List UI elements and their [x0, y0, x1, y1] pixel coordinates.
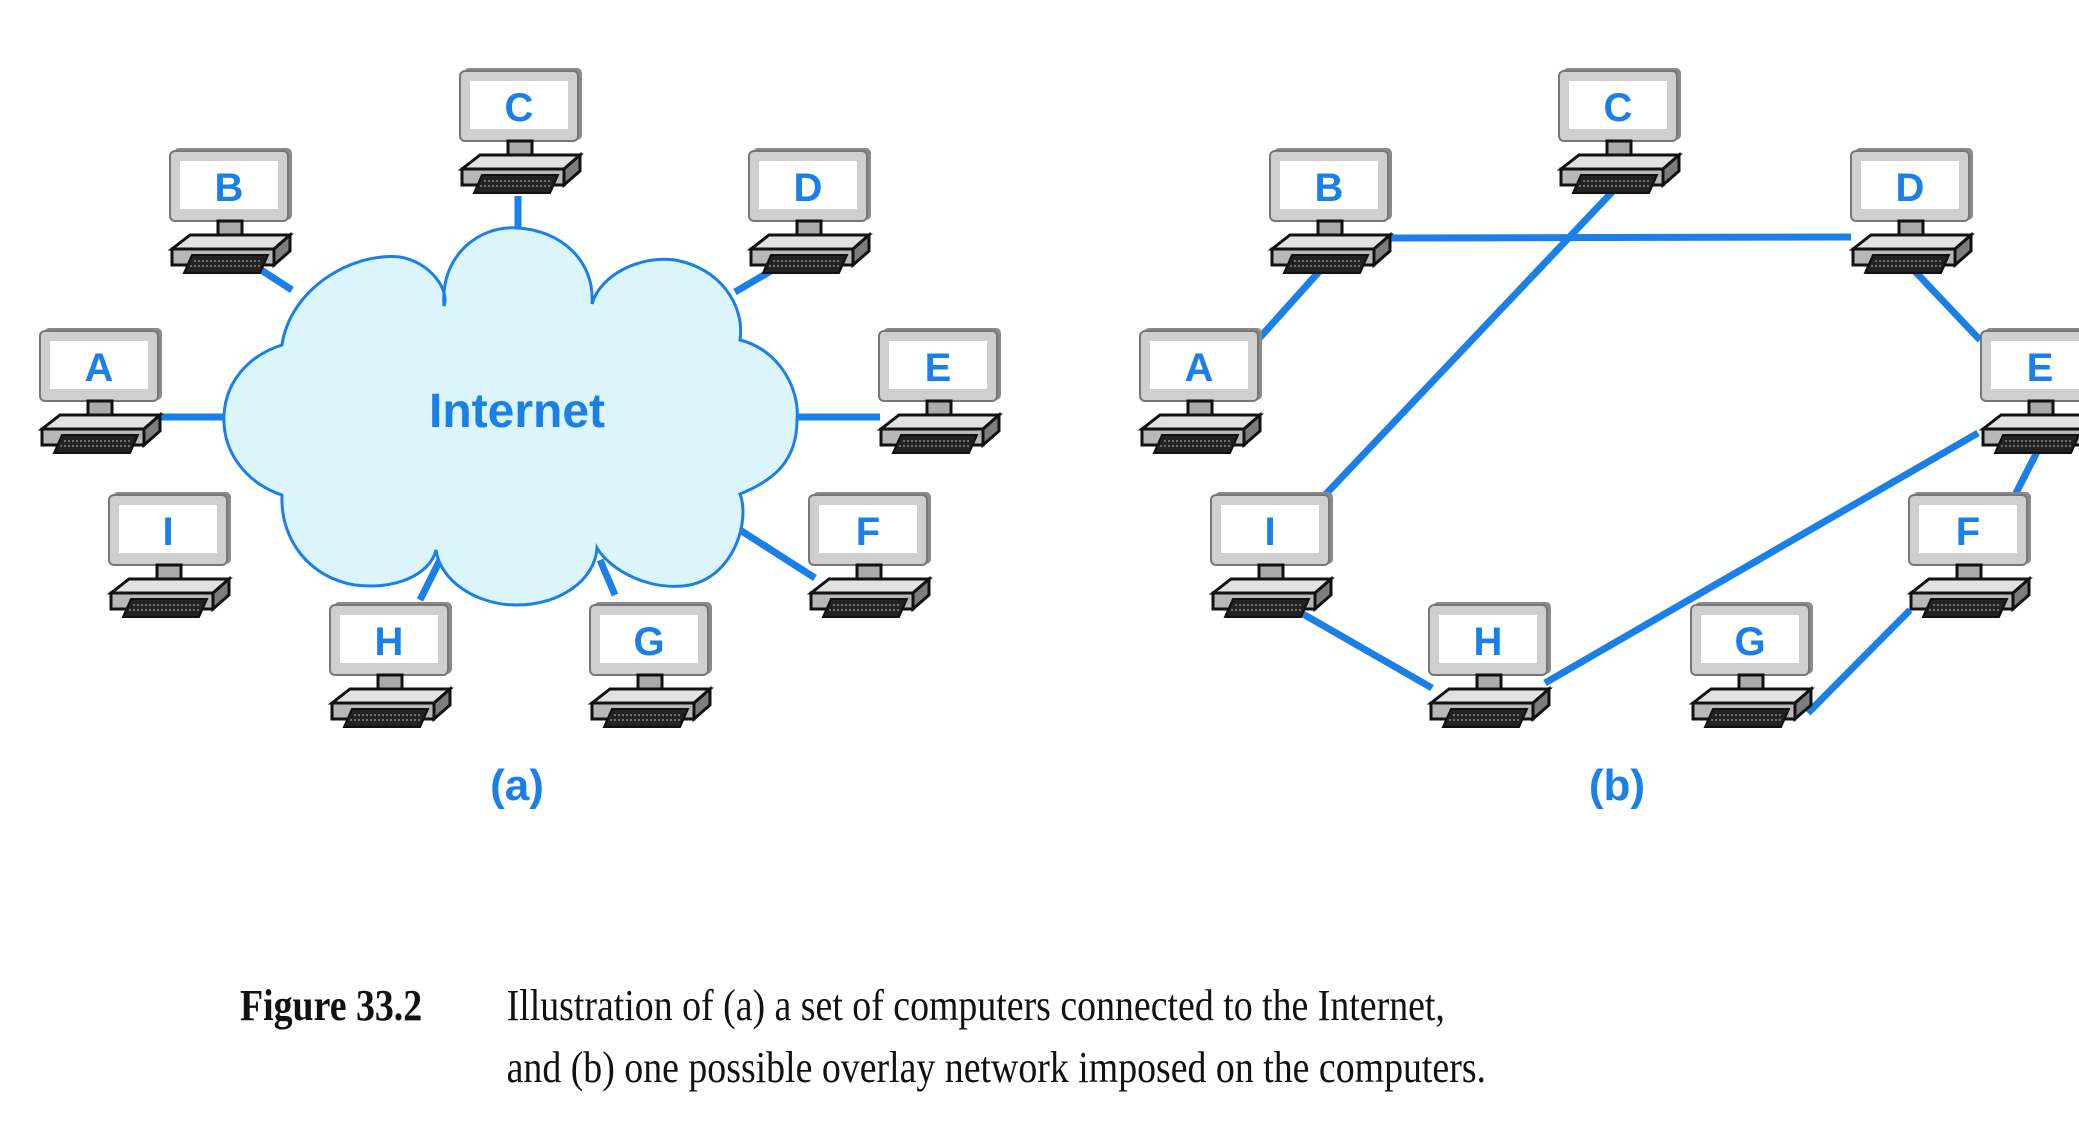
computer-label: E: [2027, 346, 2054, 390]
panel-b: A B C D E F G H I: [1138, 66, 2079, 729]
overlay-link-f-g: [1805, 607, 1913, 716]
overlay-link-e-f: [2011, 444, 2044, 497]
computer-b-e: E: [1979, 326, 2079, 455]
caption-line-2: and (b) one possible overlay network imp…: [506, 1043, 1487, 1092]
internet-label: Internet: [429, 385, 605, 438]
computer-a-c: C: [458, 66, 584, 195]
computer-a-e: E: [877, 326, 1003, 455]
computer-label: H: [375, 620, 404, 664]
overlay-link-e-h: [1543, 429, 1980, 687]
computer-a-f: F: [807, 490, 933, 619]
computer-a-h: H: [328, 600, 454, 729]
computer-b-d: D: [1849, 146, 1975, 275]
computer-label: G: [1734, 620, 1765, 664]
computer-label: A: [1185, 346, 1214, 390]
computer-label: A: [85, 346, 114, 390]
computer-label: B: [1315, 166, 1344, 210]
computer-label: H: [1474, 620, 1503, 664]
overlay-link-i-h: [1294, 606, 1434, 692]
overlay-link-b-d: [1389, 233, 1852, 242]
panel-b-label: (b): [1589, 761, 1645, 810]
computer-label: I: [1264, 510, 1275, 554]
link-internet-f: [738, 527, 817, 581]
panel-b-links: [1252, 187, 2044, 716]
computer-b-i: I: [1209, 490, 1335, 619]
overlay-link-d-e: [1905, 261, 1983, 343]
computer-label: E: [925, 346, 952, 390]
computer-b-f: F: [1907, 490, 2033, 619]
link-internet-b: [256, 265, 294, 293]
computer-b-b: B: [1268, 146, 1394, 275]
computer-b-a: A: [1138, 326, 1264, 455]
link-internet-g: [596, 558, 619, 597]
caption-line-1: Illustration of (a) a set of computers c…: [506, 981, 1445, 1030]
computer-label: I: [162, 510, 173, 554]
computer-label: B: [215, 166, 244, 210]
overlay-link-c-i: [1322, 187, 1617, 498]
computer-label: F: [856, 510, 880, 554]
computer-a-d: D: [747, 146, 873, 275]
panel-a: A B C D E F G H I: [38, 66, 1003, 729]
computer-label: C: [1604, 86, 1633, 130]
overlay-link-a-b: [1252, 262, 1328, 346]
computer-label: D: [1896, 166, 1925, 210]
caption-figure-number: Figure 33.2: [240, 981, 423, 1030]
computer-b-h: H: [1427, 600, 1553, 729]
computer-a-a: A: [38, 326, 164, 455]
figure-caption: Figure 33.2 Illustration of (a) a set of …: [240, 975, 1486, 1099]
computer-a-i: I: [107, 490, 233, 619]
computer-label: F: [1956, 510, 1980, 554]
computer-label: D: [794, 166, 823, 210]
computer-a-g: G: [588, 600, 714, 729]
internet-cloud: [222, 226, 799, 607]
computer-label: G: [633, 620, 664, 664]
computer-b-g: G: [1689, 600, 1815, 729]
computer-a-b: B: [168, 146, 294, 275]
panel-a-label: (a): [490, 761, 544, 810]
computer-label: C: [505, 86, 534, 130]
link-internet-h: [416, 558, 444, 602]
computer-b-c: C: [1557, 66, 1683, 195]
